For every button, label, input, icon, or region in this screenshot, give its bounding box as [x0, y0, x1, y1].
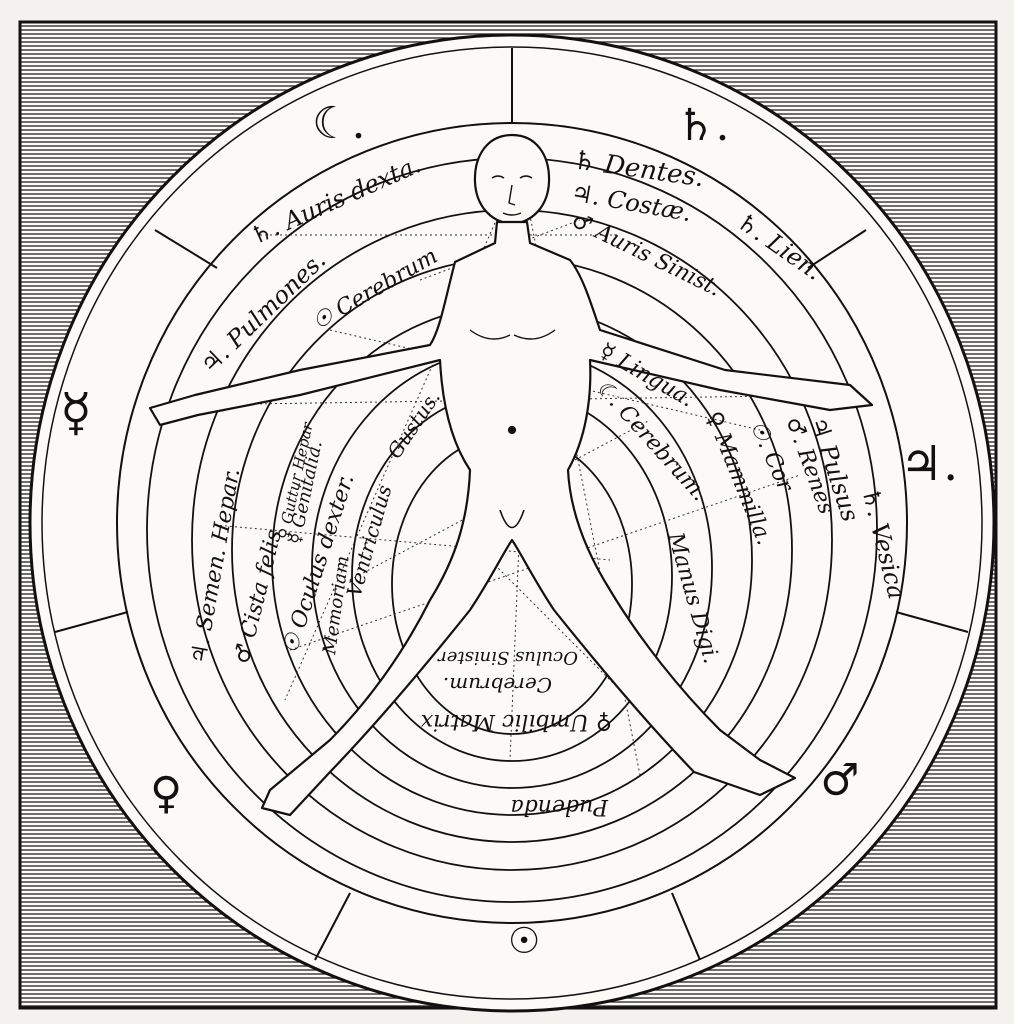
label-cerebrum-low: Cerebrum.: [443, 673, 552, 697]
label-pudenda: Pudenda: [511, 794, 609, 819]
saturn-symbol: ♄.: [676, 100, 729, 151]
human-figure: [148, 133, 874, 817]
mercury-symbol: ☿: [60, 383, 92, 443]
jupiter-symbol: ♃.: [900, 436, 958, 492]
venus-symbol: ♀: [150, 768, 182, 819]
outer-band-dividers: [54, 48, 969, 961]
sun-symbol: ☉: [508, 921, 540, 962]
moon-symbol: ☾.: [312, 98, 365, 149]
mars-symbol: ♂: [820, 755, 859, 806]
outer-disc-inner-line: [41, 46, 983, 1000]
label-oculus-sinister: Oculus Sinister: [437, 647, 578, 668]
outer-symbols: ☾. ♄. ☿ ♃. ♀ ♂ ☉: [60, 98, 958, 962]
label-umbilic-matrix: ♀ Umbilic Matrix: [420, 709, 612, 734]
